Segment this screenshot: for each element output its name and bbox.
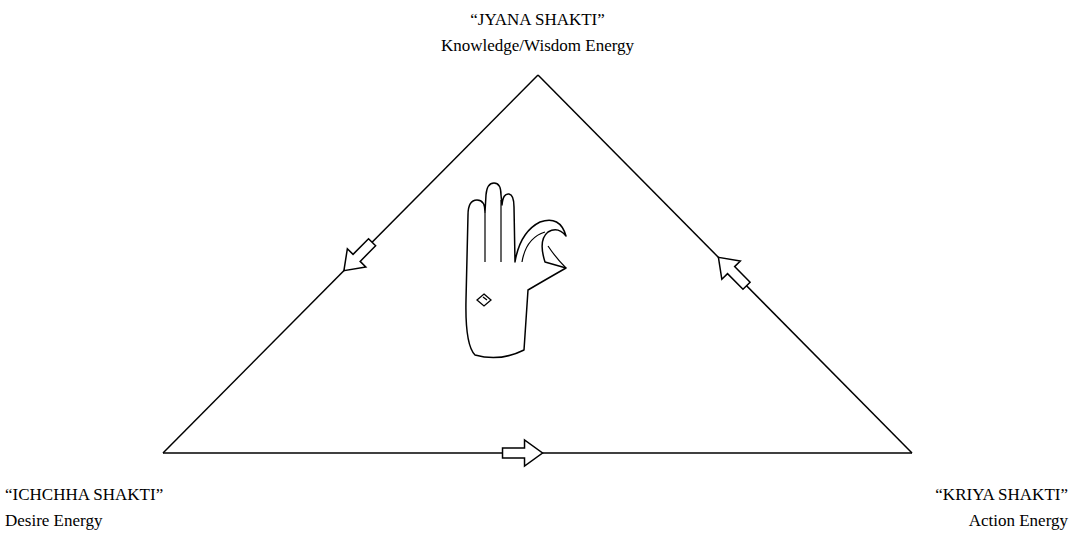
shakti-meaning: Desire Energy xyxy=(5,508,163,534)
hollow-arrow xyxy=(503,440,543,466)
thumb-curl xyxy=(522,232,566,268)
triangle-side xyxy=(163,75,538,453)
corner-label: “KRIYA SHAKTI”Action Energy xyxy=(935,482,1068,534)
shakti-name: “ICHCHHA SHAKTI” xyxy=(5,482,163,508)
side-line xyxy=(538,75,912,453)
hollow-arrow xyxy=(335,233,382,280)
hand-outline xyxy=(466,183,566,358)
shakti-name: “KRIYA SHAKTI” xyxy=(935,482,1068,508)
triangle-side xyxy=(163,440,912,466)
side-line xyxy=(163,75,538,453)
triangle-side xyxy=(538,75,912,453)
corner-label: “JYANA SHAKTI”Knowledge/Wisdom Energy xyxy=(441,7,634,59)
palm-mark xyxy=(477,294,491,306)
shakti-name: “JYANA SHAKTI” xyxy=(441,7,634,33)
shakti-meaning: Action Energy xyxy=(935,508,1068,534)
corner-label: “ICHCHHA SHAKTI”Desire Energy xyxy=(5,482,163,534)
shakti-meaning: Knowledge/Wisdom Energy xyxy=(441,33,634,59)
hollow-arrow xyxy=(709,248,756,295)
finger-line xyxy=(485,200,501,262)
